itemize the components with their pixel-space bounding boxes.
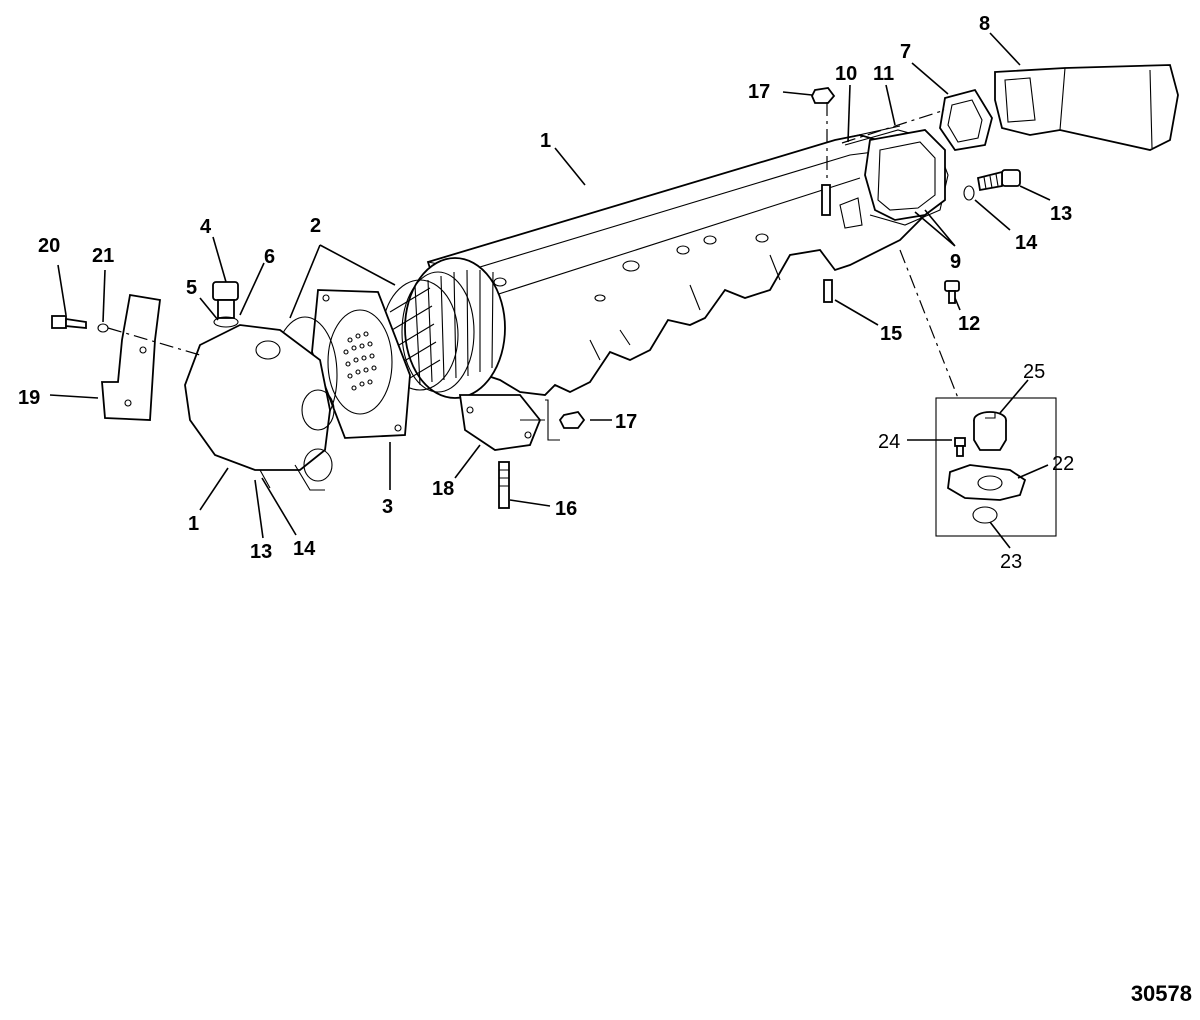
callout-6: 6	[264, 246, 275, 268]
callout-14-left: 14	[293, 538, 316, 560]
callout-18: 18	[432, 478, 454, 500]
stud-lower	[498, 461, 510, 509]
callout-19: 19	[18, 387, 40, 409]
callout-12: 12	[958, 313, 980, 335]
callout-4: 4	[200, 216, 212, 238]
callout-24: 24	[878, 431, 900, 453]
mounting-gasket	[458, 394, 542, 451]
flat-washer-right	[963, 185, 975, 201]
small-screw	[944, 280, 960, 304]
gasket-inset	[947, 464, 1027, 501]
callout-5: 5	[186, 277, 197, 299]
exhaust-elbow	[994, 64, 1179, 151]
inset-detail-box	[935, 397, 1057, 537]
elbow-gasket	[939, 88, 993, 151]
callout-16: 16	[555, 498, 577, 520]
callout-1-endcap: 1	[188, 513, 199, 535]
callout-8: 8	[979, 13, 990, 35]
callout-17-lower: 17	[615, 411, 637, 433]
stud-upper	[821, 184, 831, 216]
end-cap-housing	[184, 324, 335, 491]
callout-9: 9	[950, 251, 961, 273]
o-ring-rear	[401, 271, 475, 393]
callout-13-right: 13	[1050, 203, 1072, 225]
leader-lines	[49, 32, 1051, 549]
sealing-washer	[213, 316, 239, 328]
bracket-washer	[97, 323, 109, 333]
callout-3: 3	[382, 496, 393, 518]
callout-14-right: 14	[1015, 232, 1038, 254]
elbow-flange-assembly	[844, 125, 946, 221]
callout-25: 25	[1023, 361, 1045, 383]
cap-screw-right	[976, 169, 1021, 192]
callout-15: 15	[880, 323, 902, 345]
callout-23: 23	[1000, 551, 1022, 573]
callout-17-upper: 17	[748, 81, 770, 103]
tube-sheet-plate	[311, 289, 411, 439]
hex-nut-lower	[558, 410, 586, 429]
callout-11: 11	[873, 63, 894, 85]
callout-7: 7	[900, 41, 911, 63]
callout-10: 10	[835, 63, 857, 85]
stud-manifold	[823, 279, 833, 303]
figure-reference-number: 30578	[1130, 981, 1192, 1006]
drain-plug	[212, 281, 239, 319]
hex-nut-upper	[811, 87, 836, 104]
mounting-bracket	[101, 293, 162, 421]
callout-22: 22	[1052, 453, 1074, 475]
callout-21: 21	[92, 245, 114, 267]
callout-labels: 1 2 3 4 5 6 7 8 9 10 11 12 13 14 15 16 1…	[18, 13, 1074, 573]
callout-1-manifold: 1	[540, 130, 551, 152]
drain-plug-inset	[973, 411, 1007, 451]
tube-bundle-core	[381, 257, 506, 399]
callout-2: 2	[310, 215, 321, 237]
callout-13-left: 13	[250, 541, 272, 563]
callout-20: 20	[38, 235, 60, 257]
small-plug-inset	[954, 437, 966, 457]
o-ring-inset	[972, 506, 998, 524]
bracket-bolt	[51, 315, 87, 329]
